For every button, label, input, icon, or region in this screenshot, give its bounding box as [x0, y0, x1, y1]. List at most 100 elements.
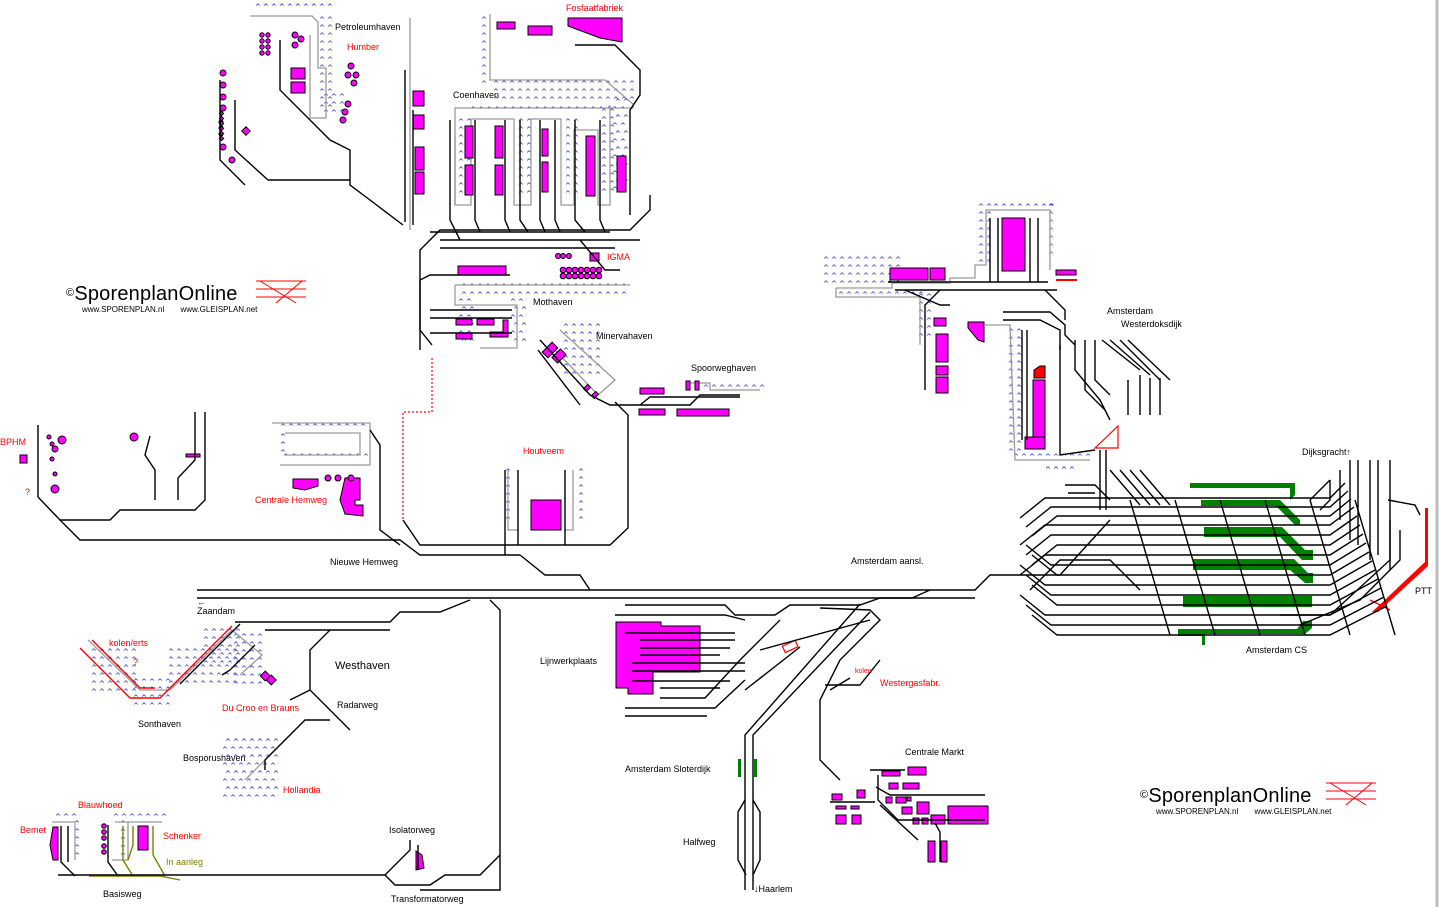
url-net[interactable]: www.GLEISPLAN.net	[180, 305, 258, 314]
water-mark: ^	[115, 672, 121, 680]
water-mark: ^	[216, 656, 222, 664]
water-mark: ^	[871, 280, 877, 288]
water-mark: ^	[241, 786, 247, 794]
water-mark: ^	[1008, 424, 1014, 432]
water-mark: ^	[481, 72, 487, 80]
water-mark: ^	[157, 702, 163, 710]
water-mark: ^	[871, 272, 877, 280]
water-mark: ^	[107, 688, 113, 696]
water-mark: ^	[304, 423, 310, 431]
water-mark: ^	[986, 203, 992, 211]
water-mark: ^	[262, 778, 268, 786]
water-mark: ^	[525, 88, 531, 96]
water-mark: ^	[328, 423, 334, 431]
water-mark: ^	[327, 3, 333, 11]
water-mark: ^	[759, 384, 765, 392]
water-mark: ^	[458, 150, 464, 158]
water-mark: ^	[597, 88, 603, 96]
water-mark: ^	[517, 291, 523, 299]
water-mark: ^	[176, 656, 182, 664]
label-isolatorweg: Isolatorweg	[389, 825, 436, 835]
water-mark: ^	[200, 672, 206, 680]
water-mark: ^	[1008, 400, 1014, 408]
water-mark: ^	[184, 664, 190, 672]
water-mark: ^	[107, 656, 113, 664]
water-mark: ^	[211, 652, 217, 660]
water-mark: ^	[176, 648, 182, 656]
url-nl[interactable]: www.SPORENPLAN.nl	[1156, 807, 1239, 816]
tank	[49, 441, 55, 447]
water-mark: ^	[517, 80, 523, 88]
crossover	[1129, 499, 1171, 636]
water-mark: ^	[501, 80, 507, 88]
water-mark: ^	[579, 331, 585, 339]
water-mark: ^	[493, 88, 499, 96]
water-mark: ^	[526, 118, 532, 126]
water-mark: ^	[270, 762, 276, 770]
water-mark: ^	[517, 283, 523, 291]
water-mark: ^	[1048, 235, 1054, 243]
water-mark: ^	[241, 641, 247, 649]
water-mark: ^	[563, 371, 569, 379]
tank	[571, 266, 579, 274]
water-mark: ^	[565, 190, 571, 198]
water-mark: ^	[280, 449, 286, 457]
tank	[49, 456, 55, 462]
water-mark: ^	[327, 72, 333, 80]
water-mark: ^	[241, 673, 247, 681]
water-mark: ^	[74, 820, 80, 828]
water-mark: ^	[265, 770, 271, 778]
water-mark: ^	[176, 672, 182, 680]
water-mark: ^	[238, 746, 244, 754]
water-mark: ^	[1061, 453, 1067, 461]
water-mark: ^	[241, 633, 247, 641]
water-mark: ^	[241, 657, 247, 665]
water-mark: ^	[249, 657, 255, 665]
water-mark: ^	[1085, 453, 1091, 461]
tank	[259, 44, 265, 50]
water-mark: ^	[926, 293, 932, 301]
water-mark: ^	[510, 298, 516, 306]
water-mark: ^	[823, 272, 829, 280]
url-nl[interactable]: www.SPORENPLAN.nl	[82, 305, 165, 314]
water-mark: ^	[481, 32, 487, 40]
water-mark: ^	[203, 636, 209, 644]
water-mark: ^	[620, 122, 626, 130]
water-mark: ^	[557, 88, 563, 96]
water-mark: ^	[458, 158, 464, 166]
label-blauwhoed: Blauwhoed	[78, 800, 123, 810]
water-mark: ^	[509, 88, 515, 96]
water-mark: ^	[978, 259, 984, 267]
water-mark: ^	[855, 280, 861, 288]
water-mark: ^	[263, 3, 269, 11]
water-mark: ^	[895, 256, 901, 264]
water-mark: ^	[461, 322, 467, 330]
arrow-up-icon: ↑	[1346, 447, 1352, 457]
water-mark: ^	[211, 660, 217, 668]
water-mark: ^	[319, 16, 325, 24]
water-mark: ^	[319, 80, 325, 88]
water-mark: ^	[131, 688, 137, 696]
water-mark: ^	[320, 423, 326, 431]
water-mark: ^	[227, 644, 233, 652]
label-amsterdam-sloterdijk: Amsterdam Sloterdijk	[625, 764, 711, 774]
water-mark: ^	[113, 813, 119, 821]
water-mark: ^	[823, 280, 829, 288]
direction-haarlem-label: Haarlem	[758, 884, 793, 894]
water-mark: ^	[598, 106, 604, 114]
water-mark: ^	[280, 433, 286, 441]
water-mark: ^	[230, 762, 236, 770]
water-mark: ^	[595, 363, 601, 371]
water-mark: ^	[1008, 368, 1014, 376]
water-mark: ^	[565, 134, 571, 142]
direction-dijksgracht-label: Dijksgracht	[1302, 447, 1347, 457]
water-mark: ^	[257, 665, 263, 673]
water-mark: ^	[257, 673, 263, 681]
url-net[interactable]: www.GLEISPLAN.net	[1254, 807, 1332, 816]
water-mark: ^	[339, 453, 345, 461]
water-mark: ^	[609, 124, 615, 132]
water-mark: ^	[123, 688, 129, 696]
buildings	[19, 17, 1077, 871]
water-mark: ^	[623, 98, 629, 106]
